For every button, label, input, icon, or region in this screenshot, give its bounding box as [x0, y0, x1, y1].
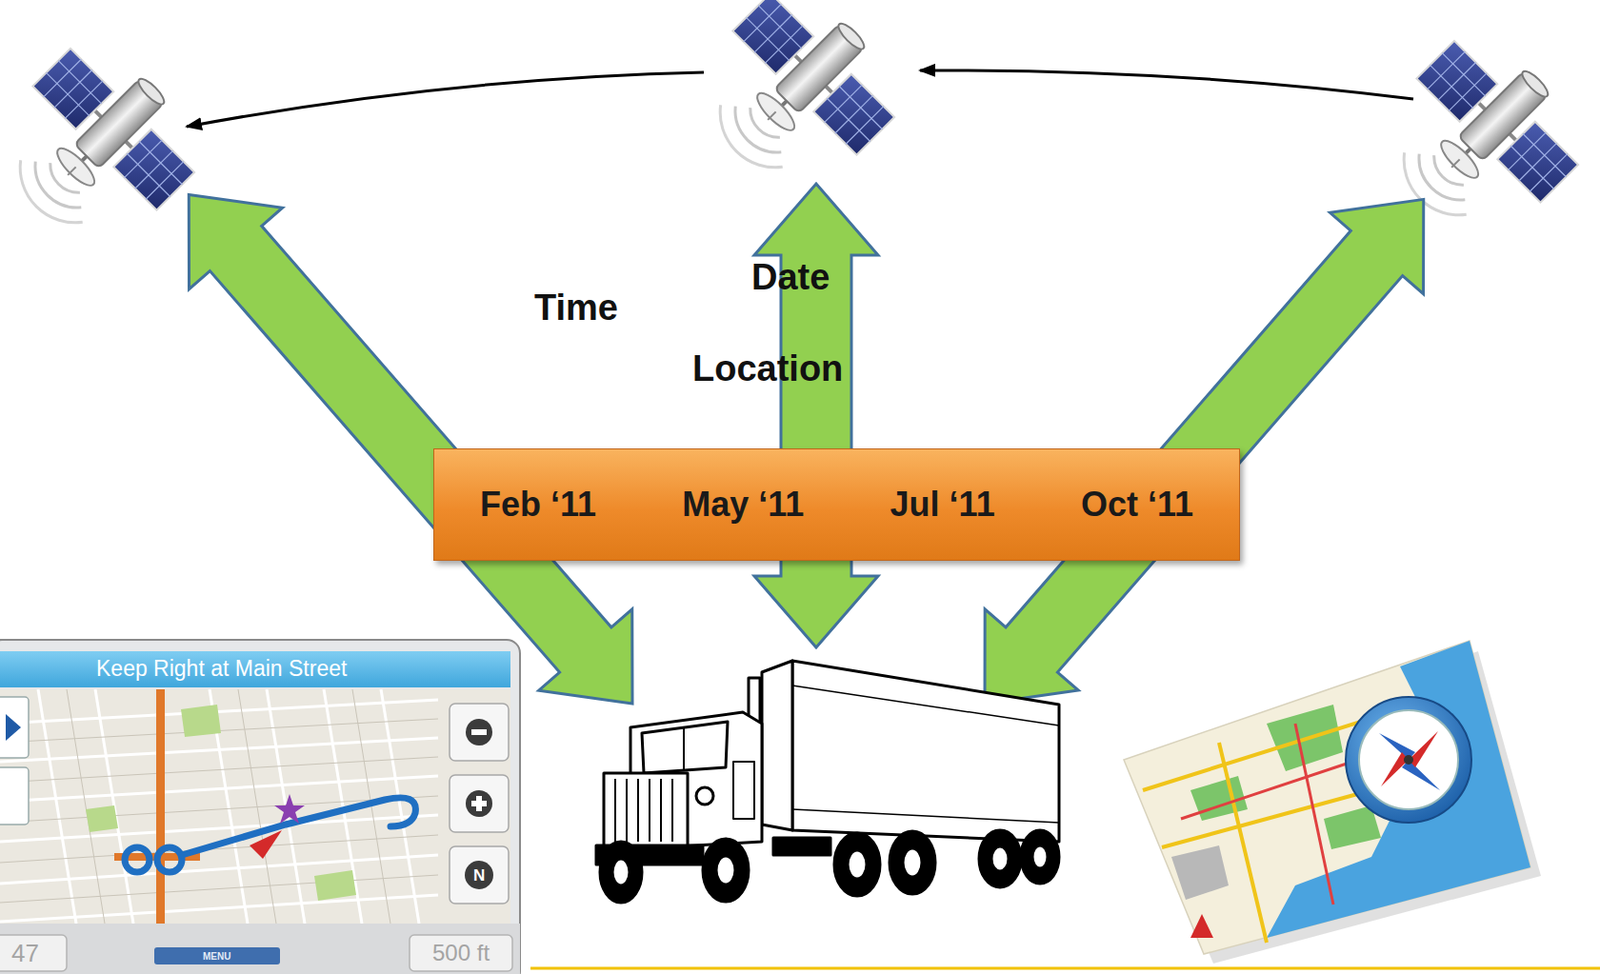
satellite-icon [674, 0, 918, 214]
quantity-label: Date [751, 258, 830, 299]
quantity-label: Location [692, 349, 843, 390]
speed-text: 47 [11, 940, 40, 968]
gps-screen [0, 640, 520, 974]
compass-button-text: N [473, 867, 485, 886]
distance-text: 500 ft [432, 940, 490, 966]
timeline-band: Feb ‘11 May ‘11 Jul ‘11 Oct ‘11 [433, 448, 1240, 561]
signal-arrow [754, 183, 879, 648]
orbit-arrow [920, 70, 1414, 100]
orbit-arrow [186, 72, 704, 127]
footer-rule [530, 967, 1600, 971]
instruction-text: Keep Right at Main Street [96, 657, 347, 681]
date-text: Oct ‘11 [1080, 484, 1194, 525]
date-text: Feb ‘11 [480, 484, 597, 525]
satellite-icon [0, 25, 218, 269]
menu-button-text: MENU [202, 951, 231, 962]
map-compass-picture [1123, 640, 1541, 964]
truck-drawing [596, 660, 1060, 903]
quantity-label: Time [534, 288, 619, 329]
date-text: Jul ‘11 [890, 484, 996, 525]
date-text: May ‘11 [681, 484, 804, 525]
